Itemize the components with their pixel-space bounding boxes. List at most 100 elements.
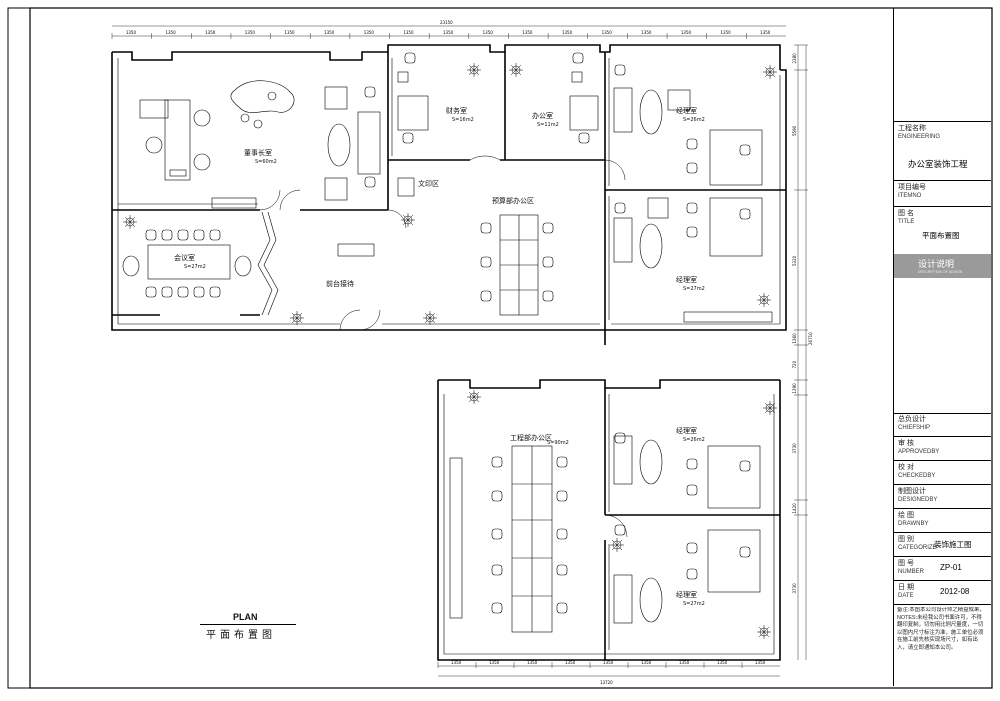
notes-text: 本图本公司设计师之精益成果，NOTES:未经我公司书面许可，不得翻印复制，切勿用…: [897, 607, 985, 651]
plant-5: [401, 213, 415, 227]
room-finance-area: S=16m2: [452, 117, 474, 123]
chair-31: [686, 226, 698, 238]
chair-45: [364, 176, 376, 188]
chair-29: [686, 162, 698, 174]
room-mgr3-name: 经理室: [676, 426, 697, 435]
room-mgr2-name: 经理室: [676, 275, 697, 284]
dim-right-1: 5590: [792, 125, 797, 136]
room-engineering-name: 工程部办公区: [510, 433, 552, 442]
notes-label: 备注:: [897, 607, 910, 613]
inner-border: [29, 7, 993, 689]
plan-title-underline: [200, 624, 296, 625]
chair-39: [739, 546, 751, 558]
chair-28: [686, 138, 698, 150]
room-reception-name: 前台接待: [326, 279, 354, 288]
room-budget-name: 预算部办公区: [492, 196, 534, 205]
chair-17: [491, 490, 503, 502]
upper-wall-inner: [117, 58, 781, 325]
chair-23: [556, 528, 568, 540]
chair-11: [480, 256, 492, 268]
room-mgr1-name: 经理室: [676, 106, 697, 115]
dim-top-15: 1350: [721, 30, 732, 35]
title-en: TITLE: [898, 219, 915, 225]
chair-27: [578, 132, 590, 144]
design-note: 设计说明: [918, 259, 955, 269]
date-en: DATE: [898, 593, 914, 599]
approved-label: 审 核: [898, 440, 914, 447]
room-mgr4-name: 经理室: [676, 590, 697, 599]
plant-4: [423, 311, 437, 325]
chair-5: [145, 286, 157, 298]
dim-top-13: 1350: [641, 30, 652, 35]
chair-6: [161, 286, 173, 298]
dim-bottom-2: 1350: [527, 660, 538, 665]
door-swings: [259, 155, 628, 538]
chair-20: [491, 602, 503, 614]
chair-22: [556, 490, 568, 502]
dim-top-0: 1350: [126, 30, 137, 35]
plant-1: [467, 63, 481, 77]
room-office-name: 办公室: [532, 111, 553, 120]
plant-8: [610, 538, 624, 552]
dim-top-14: 1350: [681, 30, 692, 35]
dim-right-6: 3730: [792, 443, 797, 454]
plant-0: [123, 215, 137, 229]
chair-38: [739, 460, 751, 472]
date-value: 2012-08: [940, 587, 970, 596]
number-en: NUMBER: [898, 569, 925, 575]
plan-title-cn: 平面布置图: [206, 630, 276, 641]
chair-16: [491, 456, 503, 468]
number-label: 图 号: [898, 560, 914, 567]
dim-bottom-5: 1350: [641, 660, 652, 665]
dim-top-3: 1350: [245, 30, 256, 35]
designed-label: 制图设计: [898, 488, 926, 495]
chair-30: [686, 202, 698, 214]
upper-walls: [111, 44, 787, 345]
dim-top-6: 1350: [364, 30, 375, 35]
chair-9: [209, 286, 221, 298]
chair-3: [193, 229, 205, 241]
plants: [123, 63, 777, 639]
plant-11: [467, 390, 481, 404]
room-mgr2-area: S=27m2: [683, 286, 705, 292]
plant-3: [290, 311, 304, 325]
chair-41: [614, 202, 626, 214]
chair-42: [614, 432, 626, 444]
chair-25: [556, 602, 568, 614]
dim-top-8: 1350: [443, 30, 454, 35]
dim-right-8: 3730: [792, 583, 797, 594]
room-chairman-area: S=60m2: [255, 159, 277, 165]
outer-border: [7, 7, 993, 689]
dim-right-0: 2380: [792, 53, 797, 64]
dim-bottom-0: 1350: [451, 660, 462, 665]
plant-9: [763, 401, 777, 415]
title-block: 工程名称 ENGINEERING 办公室装饰工程 项目编号 ITEMNO 图 名…: [893, 8, 991, 686]
chair-14: [542, 256, 554, 268]
room-print-name: 文印区: [418, 179, 439, 188]
chair-13: [542, 222, 554, 234]
chair-15: [542, 290, 554, 302]
dim-top-total: 23150: [440, 20, 453, 25]
chair-4: [209, 229, 221, 241]
chair-24: [556, 564, 568, 576]
category-label: 图 别: [898, 536, 914, 543]
dim-top-10: 1350: [522, 30, 533, 35]
chair-18: [491, 528, 503, 540]
notes: 备注:本图本公司设计师之精益成果，NOTES:未经我公司书面许可，不得翻印复制，…: [897, 607, 987, 685]
dim-bottom-8: 1350: [755, 660, 766, 665]
chair-7: [177, 286, 189, 298]
dim-top-7: 1350: [403, 30, 414, 35]
room-engineering-area: S=90m2: [547, 440, 569, 446]
drawn-label: 绘 图: [898, 512, 914, 519]
category-value: 装饰施工图: [934, 540, 972, 549]
project-value: 办公室装饰工程: [908, 159, 968, 169]
room-meeting-area: S=27m2: [184, 264, 206, 270]
lower-walls: [437, 379, 781, 661]
chair-32: [686, 458, 698, 470]
room-chairman-name: 董事长室: [244, 148, 272, 157]
item-label: 项目编号: [898, 184, 926, 191]
drawn-en: DRAWNBY: [898, 521, 929, 527]
plant-7: [763, 65, 777, 79]
